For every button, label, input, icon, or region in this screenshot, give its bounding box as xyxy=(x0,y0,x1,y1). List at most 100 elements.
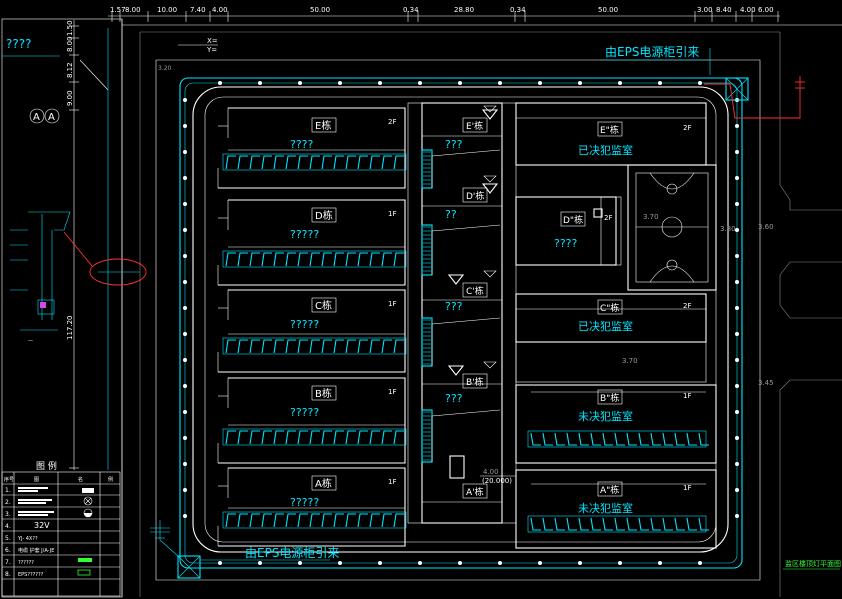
cell-mark xyxy=(698,517,709,531)
cell-mark xyxy=(638,517,649,531)
cell-mark xyxy=(309,430,320,445)
cell-mark xyxy=(381,339,392,354)
cell-mark xyxy=(297,339,308,354)
legend-h1: 序号 xyxy=(4,476,14,483)
legend-h2: 图 xyxy=(34,477,39,483)
lamp-dot xyxy=(735,462,739,466)
cell-mark xyxy=(554,432,565,446)
legend-n7: 7. xyxy=(5,559,11,566)
cell-mark xyxy=(686,517,697,531)
lamp-dot xyxy=(183,306,187,310)
dim-13: 4.00 xyxy=(740,6,756,14)
building-floor: 2F xyxy=(388,118,396,126)
lamp-dot xyxy=(183,462,187,466)
legend-row7: ?????? xyxy=(18,560,34,566)
perimeter-lamps xyxy=(183,81,739,565)
lamp-dot xyxy=(183,228,187,232)
cell-mark xyxy=(554,517,565,531)
center-elevation: 4.00 (20.000) xyxy=(480,468,516,485)
building-tag: E栋 xyxy=(315,119,331,132)
cell-mark xyxy=(590,432,601,446)
right-tag: A"栋 xyxy=(600,484,619,496)
cell-mark xyxy=(297,430,308,445)
lamp-dot xyxy=(498,81,502,85)
cell-mark xyxy=(225,155,236,170)
dim-8: 28.80 xyxy=(454,6,474,14)
building-tag: C栋 xyxy=(315,299,332,312)
cell-mark xyxy=(237,339,248,354)
top-left-marker: 3.20 xyxy=(158,65,172,72)
right-label: 已决犯监室 xyxy=(578,319,633,333)
lamp-dot xyxy=(735,358,739,362)
elev-r1: 3.70 xyxy=(643,213,659,221)
building-tag: B栋 xyxy=(315,387,332,400)
cell-mark xyxy=(309,513,320,528)
cell-mark xyxy=(674,517,685,531)
legend-row5: YJ- 4X?? xyxy=(17,536,38,542)
basketball-court xyxy=(627,164,717,291)
cell-mark xyxy=(614,517,625,531)
cell-mark xyxy=(542,432,553,446)
cell-mark xyxy=(249,339,260,354)
lamp-dot xyxy=(183,358,187,362)
ldim-2: 8.00 xyxy=(66,36,74,52)
cell-mark xyxy=(297,155,308,170)
dim-11: 3.00 xyxy=(697,6,713,14)
lamp-dot xyxy=(183,124,187,128)
mid-tag: A'栋 xyxy=(466,486,484,498)
cell-mark xyxy=(273,513,284,528)
lamp-symbol xyxy=(447,274,465,285)
mid-tag: B'栋 xyxy=(466,376,484,388)
cell-mark xyxy=(333,430,344,445)
cell-mark xyxy=(321,513,332,528)
cell-mark xyxy=(285,339,296,354)
right-tag: E"栋 xyxy=(600,124,619,136)
eps-top: 由EPS电源柜引来 xyxy=(600,45,805,119)
building-block-middle: C'栋??? xyxy=(422,270,502,313)
lamp-dot xyxy=(338,561,342,565)
cell-mark xyxy=(650,432,661,446)
lamp-dot xyxy=(578,561,582,565)
left-label: ???? xyxy=(6,37,31,51)
elev-r3: 3.80 xyxy=(720,225,736,233)
cell-mark xyxy=(345,155,356,170)
lamp-dot xyxy=(735,228,739,232)
lamp-dot xyxy=(698,561,702,565)
dim-5: 4.00 xyxy=(212,6,228,14)
lamp-dot xyxy=(183,176,187,180)
lamp-dot xyxy=(735,306,739,310)
legend-cross-icon xyxy=(83,496,93,506)
cell-mark xyxy=(530,517,541,531)
lamp-dot xyxy=(183,150,187,154)
cell-mark xyxy=(381,252,392,267)
lamp-dot xyxy=(538,561,542,565)
building-block-middle: E'栋??? xyxy=(422,105,502,151)
dim-4: 7.40 xyxy=(190,6,206,14)
axis-markers: A A xyxy=(29,108,60,124)
lamp-dot xyxy=(658,561,662,565)
ldim-1: 1.50 xyxy=(66,20,74,36)
legend-n2: 2. xyxy=(5,499,11,506)
axis-marker-2: A xyxy=(48,112,55,123)
cell-mark xyxy=(249,513,260,528)
cell-mark xyxy=(626,432,637,446)
cell-mark xyxy=(285,252,296,267)
cell-mark xyxy=(602,517,613,531)
cell-mark xyxy=(542,517,553,531)
building-label: ????? xyxy=(290,406,319,419)
building-block-middle: D'栋?? xyxy=(422,175,502,221)
yard-inner xyxy=(204,96,717,543)
cell-mark xyxy=(530,432,541,446)
elev-center-paren: (20.000) xyxy=(482,477,512,485)
right-tag: B"栋 xyxy=(600,392,619,404)
mid-tag: D'栋 xyxy=(466,190,484,202)
cell-mark xyxy=(662,432,673,446)
lamp-dot xyxy=(183,410,187,414)
